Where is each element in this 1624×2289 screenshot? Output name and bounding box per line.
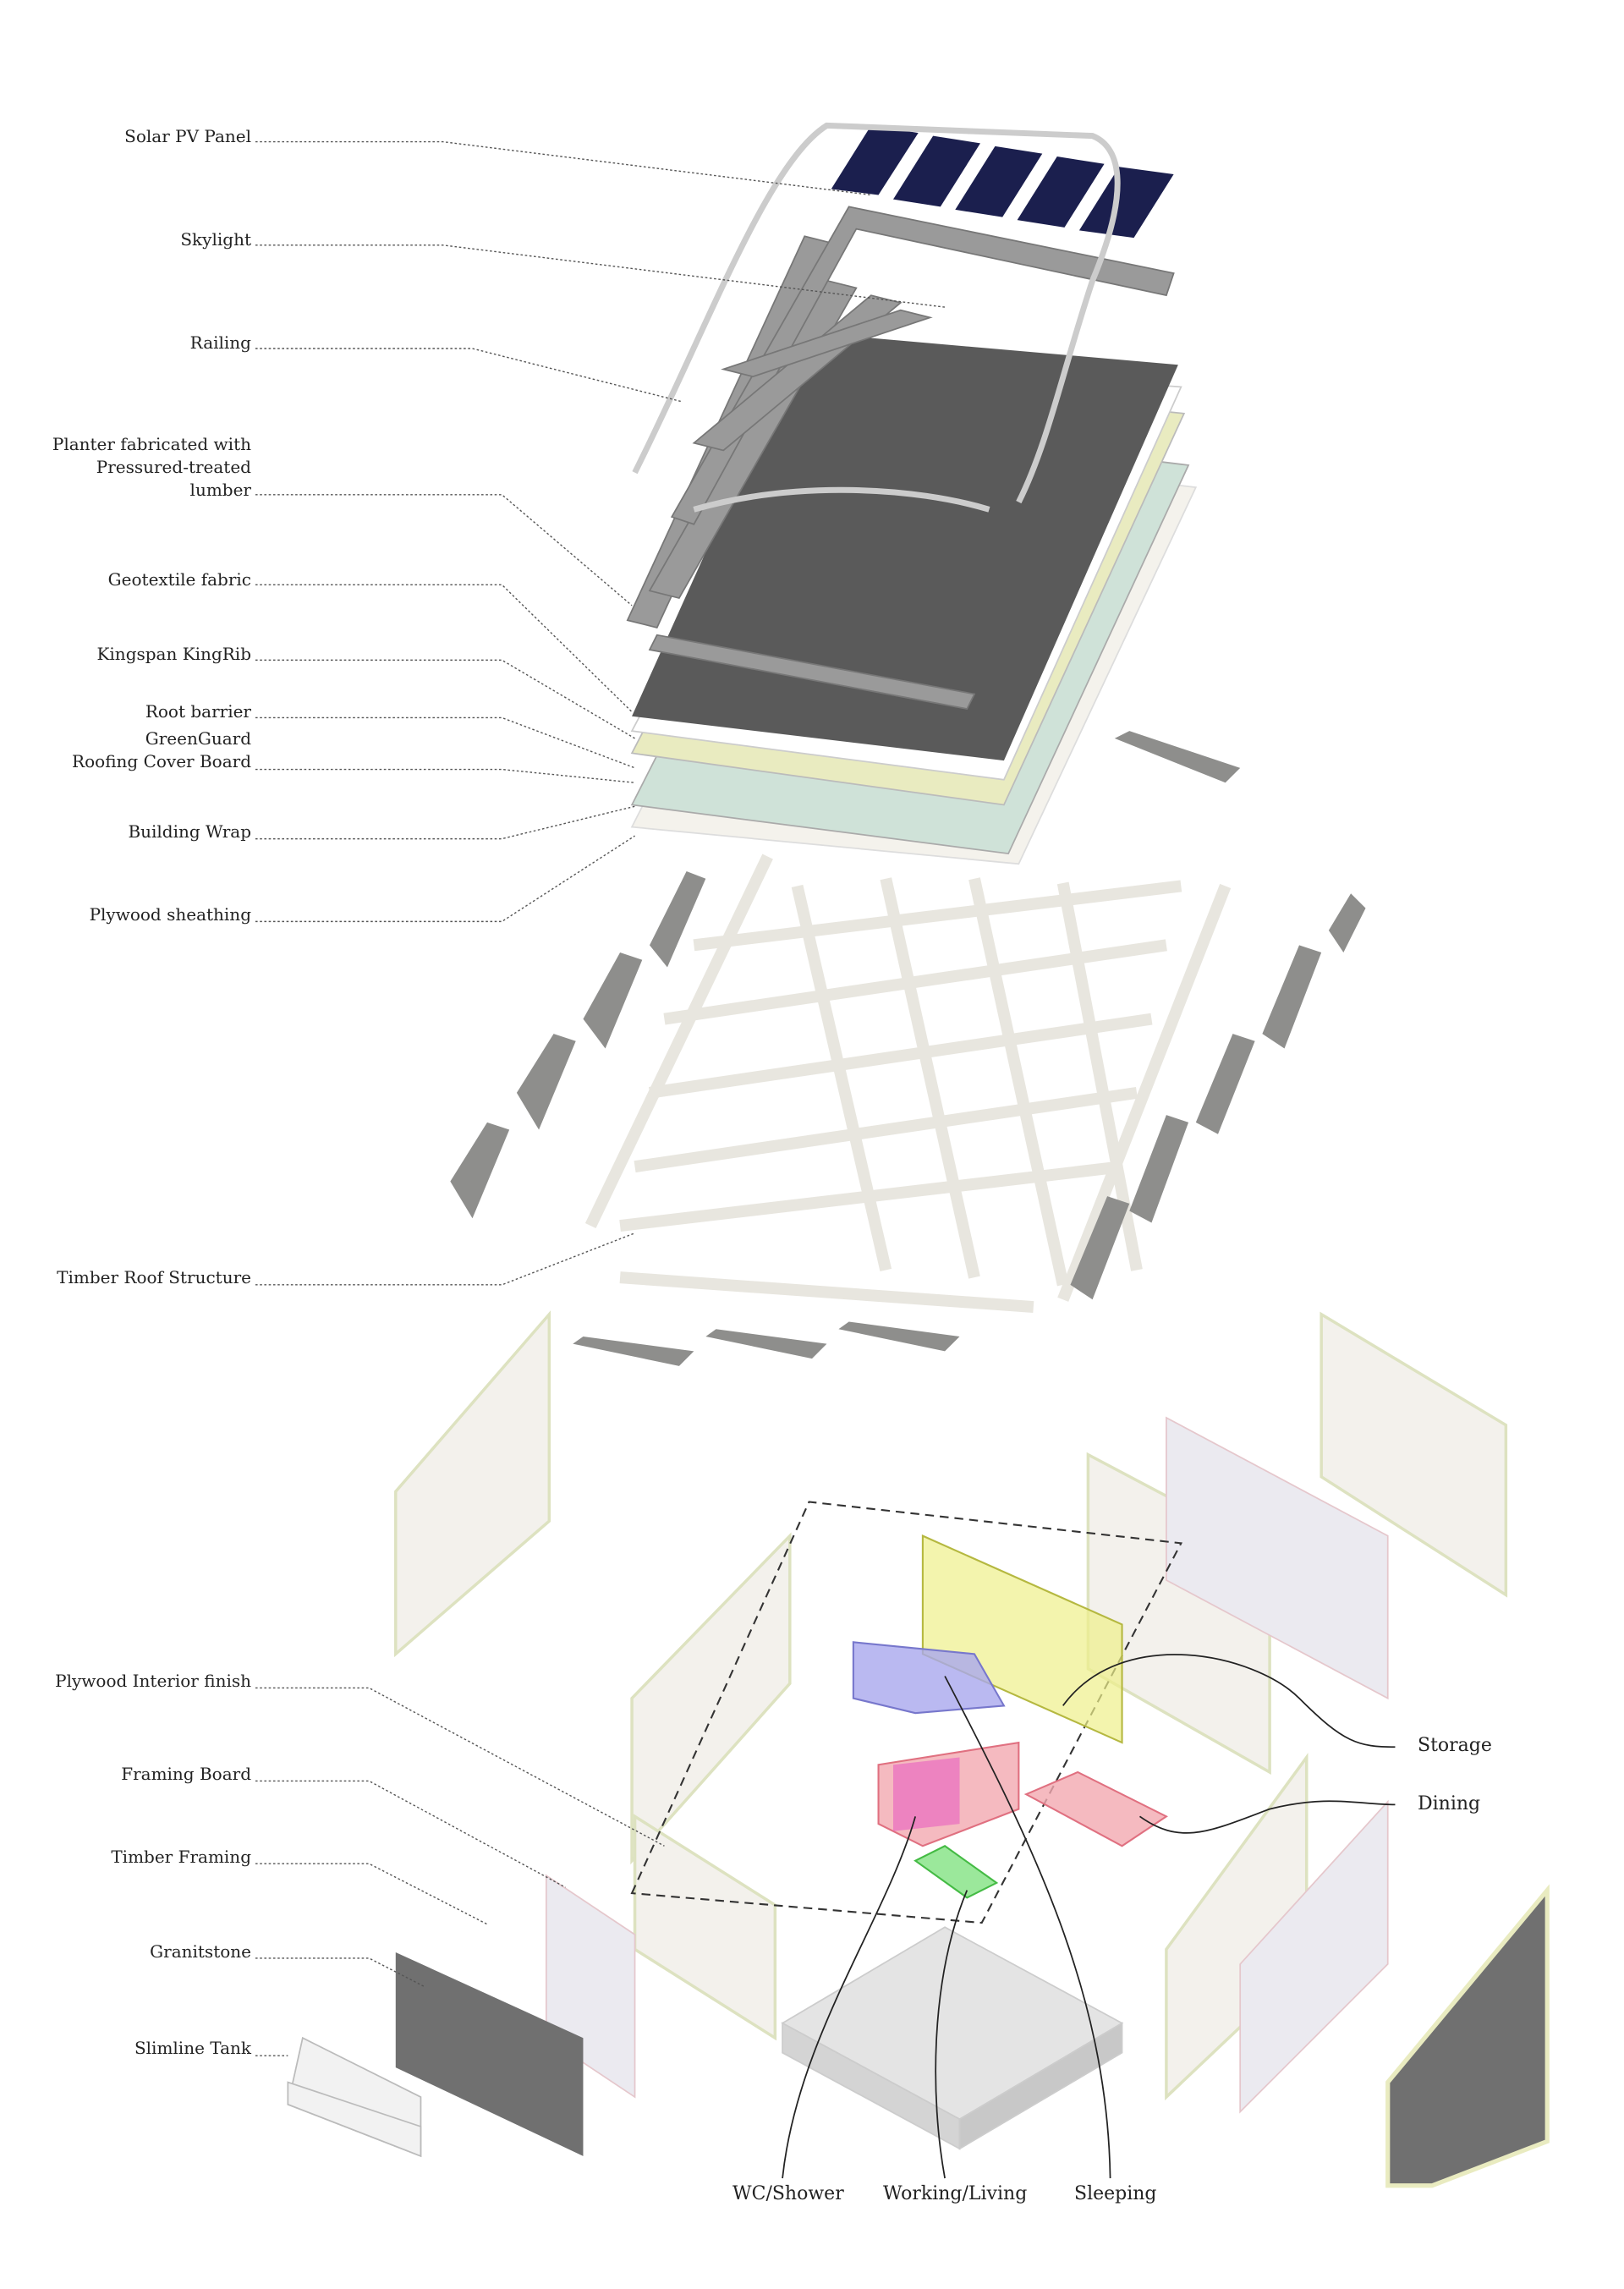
label-solar-pv-panel: Solar PV Panel: [124, 126, 251, 146]
label-building-wrap: Building Wrap: [128, 821, 251, 842]
label-granitstone: Granitstone: [150, 1941, 251, 1962]
label-timber-roof-structure: Timber Roof Structure: [57, 1267, 251, 1287]
zone-leaders: [782, 1654, 1396, 2179]
label-line: Roofing Cover Board: [72, 751, 251, 771]
label-railing: Railing: [189, 332, 251, 353]
railing: [632, 122, 1121, 513]
interior-modules: [630, 1501, 1183, 1924]
label-slimline-tank: Slimline Tank: [134, 2038, 251, 2058]
planter-strips: [626, 206, 1175, 710]
label-sleeping: Sleeping: [1074, 2183, 1157, 2204]
storage-module: [921, 1534, 1123, 1744]
label-storage: Storage: [1418, 1735, 1492, 1756]
label-line: lumber: [189, 480, 251, 500]
label-dining: Dining: [1418, 1793, 1481, 1814]
roof-layers: [630, 332, 1198, 865]
label-kingspan-kingrib: Kingspan KingRib: [96, 644, 251, 664]
working-desk: [914, 1845, 999, 1899]
solar-pv-panels: [831, 125, 1174, 239]
slimline-tank: [287, 2036, 422, 2158]
label-line: Pressured-treated: [96, 457, 251, 477]
concrete-blocks: [450, 731, 1366, 1366]
floor-slab: [781, 1926, 1124, 2150]
label-greenguard-cover-board: GreenGuard Roofing Cover Board: [72, 727, 251, 773]
label-plywood-sheathing: Plywood sheathing: [89, 904, 251, 925]
leader-lines: [255, 140, 946, 2056]
label-wc-shower: WC/Shower: [732, 2183, 844, 2204]
label-root-barrier: Root barrier: [145, 701, 251, 722]
label-plywood-interior-finish: Plywood Interior finish: [55, 1671, 251, 1691]
label-framing-board: Framing Board: [121, 1764, 251, 1784]
granitstone-panel: [395, 1951, 584, 2156]
label-line: GreenGuard: [145, 728, 251, 749]
label-skylight: Skylight: [180, 229, 251, 250]
label-timber-framing: Timber Framing: [111, 1847, 251, 1867]
granitstone-panel-right: [1385, 1884, 1550, 2188]
wc-module: [893, 1757, 960, 1831]
label-line: Planter fabricated with: [52, 434, 251, 454]
dining-table: [1023, 1770, 1168, 1847]
sleeping-module: [852, 1641, 1006, 1715]
label-planter: Planter fabricated with Pressured-treate…: [52, 433, 251, 502]
label-geotextile-fabric: Geotextile fabric: [107, 569, 251, 590]
label-working-living: Working/Living: [883, 2183, 1028, 2204]
